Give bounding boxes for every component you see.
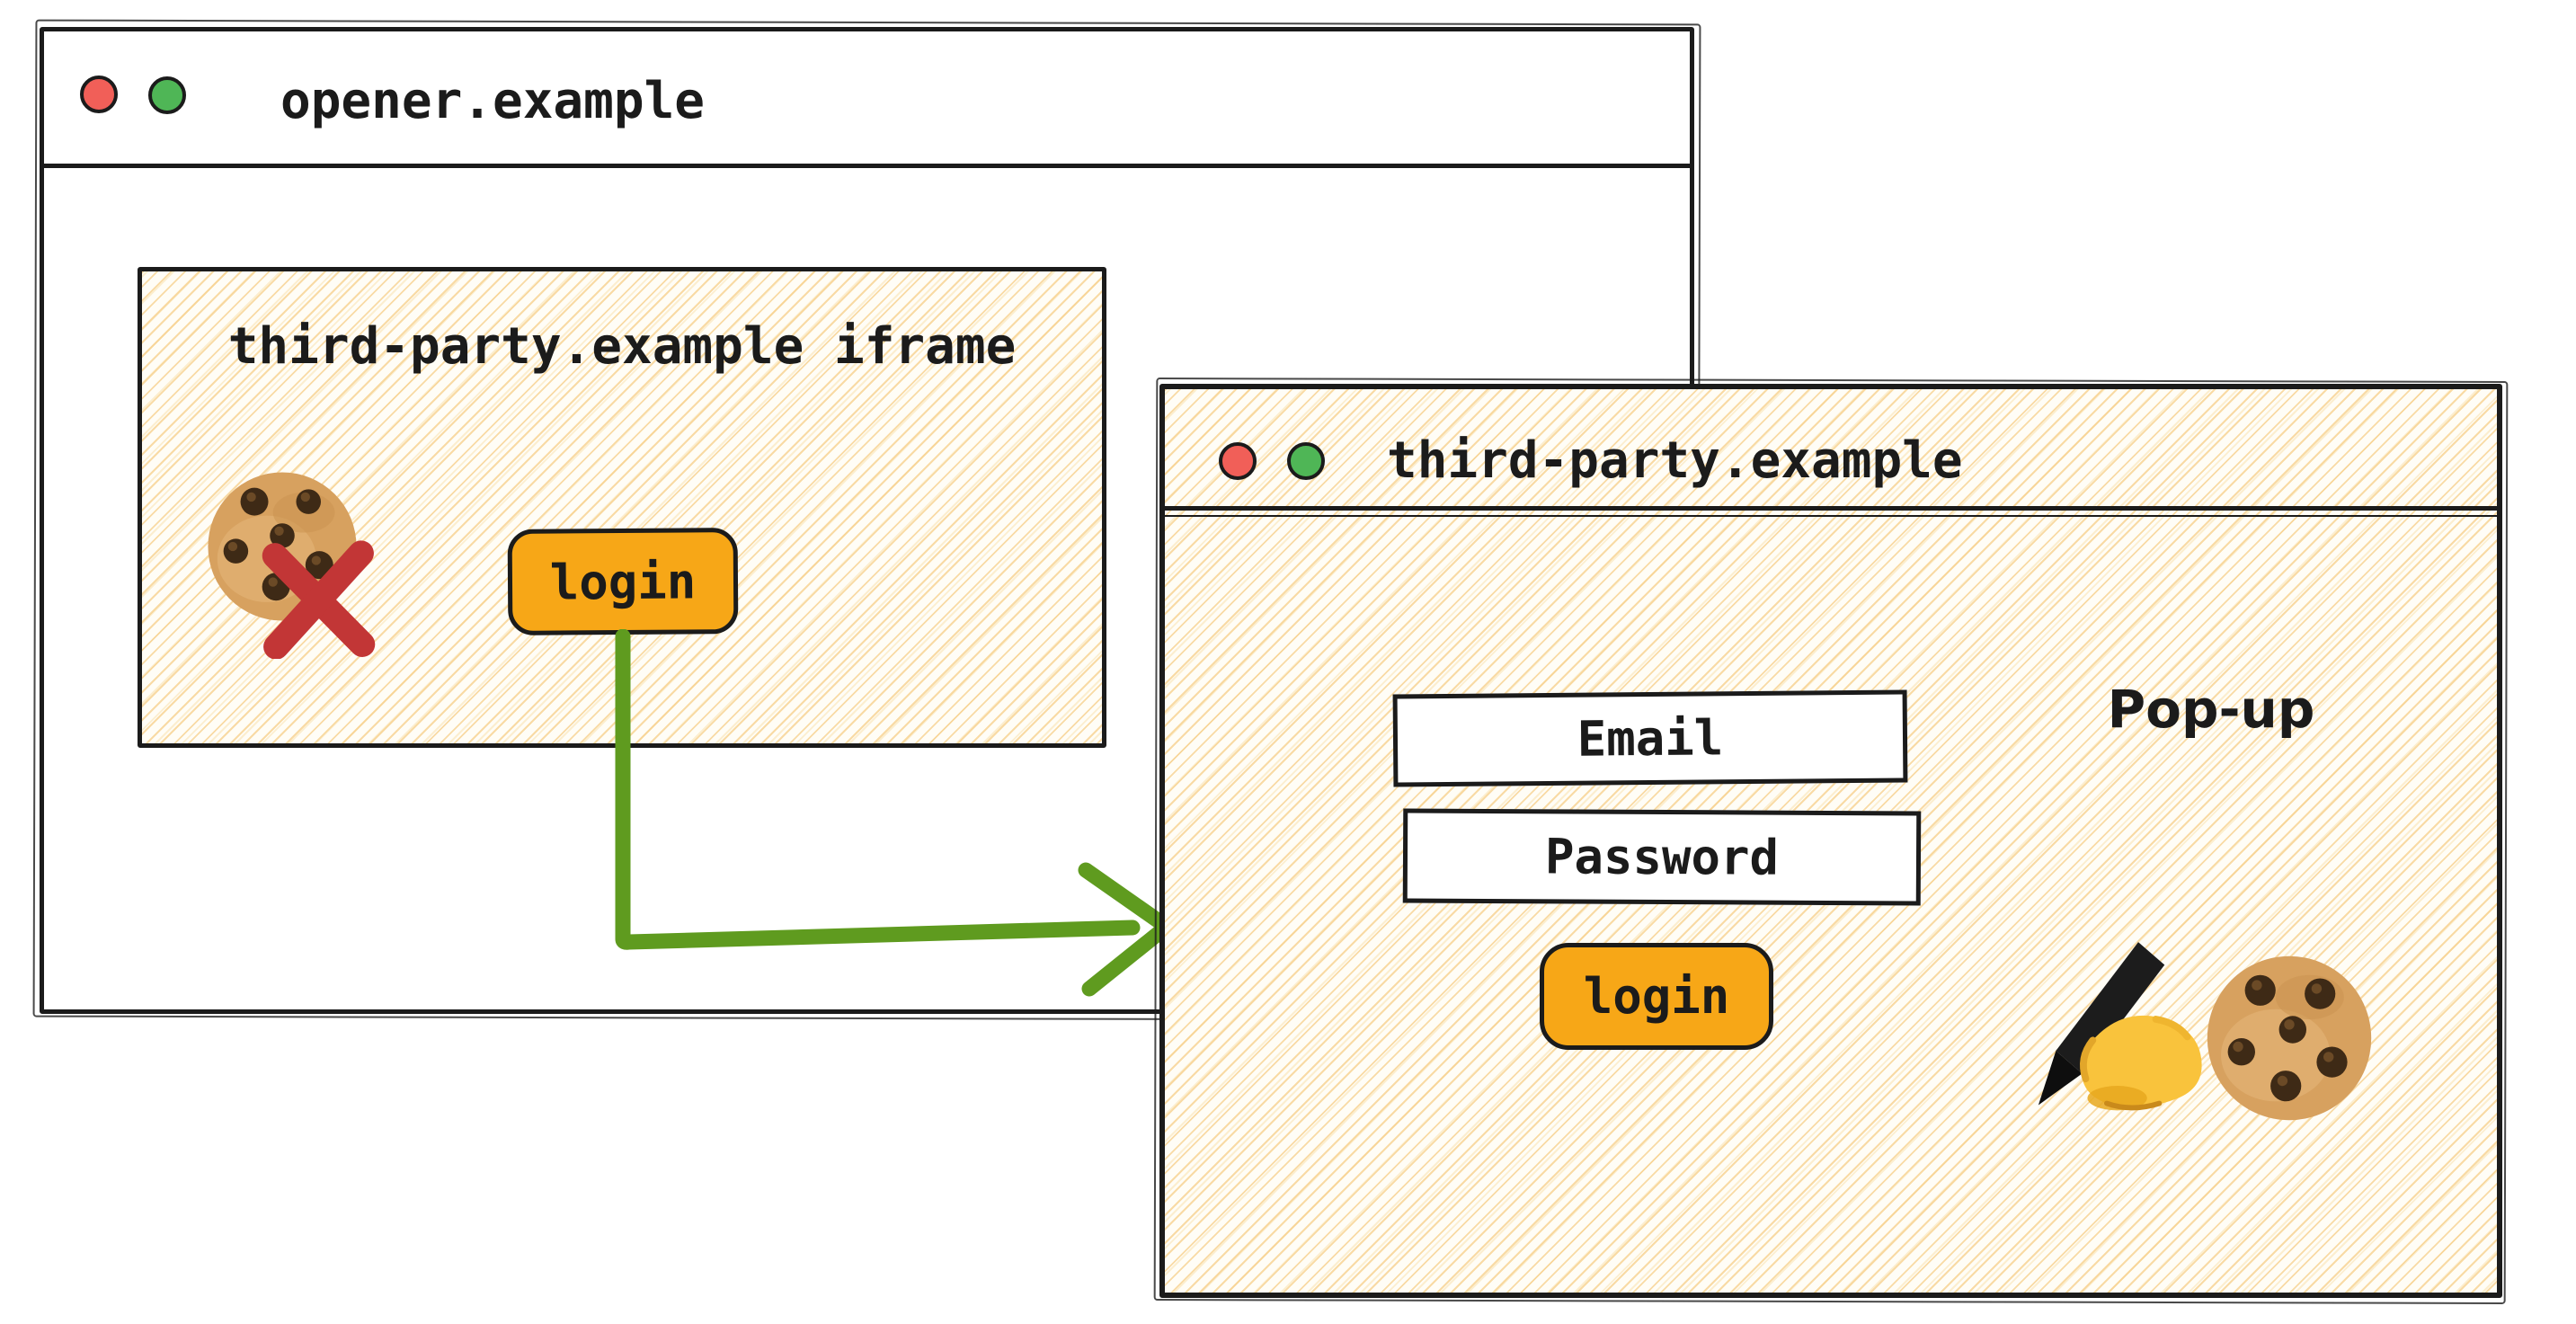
password-field[interactable]: Password xyxy=(1402,808,1922,906)
traffic-light-red-icon[interactable] xyxy=(1219,442,1257,480)
iframe-login-button[interactable]: login xyxy=(507,528,739,635)
iframe-title: third-party.example iframe xyxy=(227,317,1017,376)
blocked-cross-icon xyxy=(253,538,384,659)
popup-label: Pop-up xyxy=(2107,679,2315,740)
opener-window-title: opener.example xyxy=(280,72,706,130)
email-field-label: Email xyxy=(1577,709,1724,768)
traffic-light-red-icon[interactable] xyxy=(80,76,118,113)
password-field-label: Password xyxy=(1544,828,1780,886)
opener-titlebar xyxy=(44,31,1690,168)
opens-popup-arrow-icon xyxy=(593,629,1204,1007)
traffic-light-green-icon[interactable] xyxy=(1287,442,1325,480)
popup-login-button[interactable]: login xyxy=(1540,943,1773,1050)
popup-titlebar xyxy=(1165,389,2497,517)
cookie-icon xyxy=(2204,953,2375,1124)
iframe-login-button-label: login xyxy=(549,552,697,611)
popup-login-button-label: login xyxy=(1583,968,1730,1025)
email-field[interactable]: Email xyxy=(1392,689,1908,787)
popup-window-title: third-party.example xyxy=(1387,431,1963,490)
traffic-light-green-icon[interactable] xyxy=(148,76,186,114)
writing-hand-icon xyxy=(2033,942,2208,1126)
